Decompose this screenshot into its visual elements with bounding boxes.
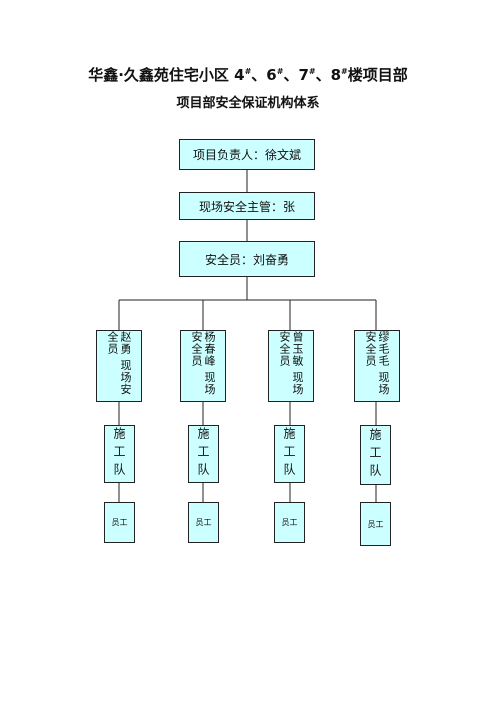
team-box-2: 施工队 xyxy=(188,425,219,483)
title-sep: 、 xyxy=(315,66,331,84)
manager-label: 项目负责人：徐文斌 xyxy=(192,148,301,162)
worker-label-4: 员工 xyxy=(367,519,384,529)
title-mark: # xyxy=(244,67,252,76)
worker-box-3: 员工 xyxy=(274,502,305,543)
title-building-7: 7 xyxy=(298,66,309,84)
team-box-4: 施工队 xyxy=(360,425,391,485)
title-building-8: 8 xyxy=(330,66,342,84)
title-building-6: 6 xyxy=(266,66,277,84)
branch-officer-label-3: 曾玉敏 现场安全员 xyxy=(278,331,304,396)
title-building-4: 4 xyxy=(234,66,245,84)
title-mark: # xyxy=(308,67,316,76)
branch-officer-label-4: 缪毛毛 现场安全员 xyxy=(364,331,390,396)
team-label-1: 施工队 xyxy=(112,427,126,481)
team-box-1: 施工队 xyxy=(104,425,135,483)
worker-label-3: 员工 xyxy=(281,518,298,527)
title-sep: 、 xyxy=(251,66,267,84)
site-safety-supervisor-box: 现场安全主管：张 xyxy=(179,192,315,220)
worker-label-2: 员工 xyxy=(195,518,212,527)
safety-officer-label: 安全员：刘奋勇 xyxy=(204,252,289,267)
branch-officer-box-2: 杨春峰 现场安全员 xyxy=(180,330,226,402)
branch-officer-label-1: 赵勇 现场安全员 xyxy=(106,331,132,396)
worker-box-2: 员工 xyxy=(188,502,219,543)
title-mark: # xyxy=(276,67,284,76)
safety-officer-box: 安全员：刘奋勇 xyxy=(179,241,315,277)
team-label-3: 施工队 xyxy=(282,427,296,481)
team-label-4: 施工队 xyxy=(368,428,382,482)
team-label-2: 施工队 xyxy=(196,427,210,481)
worker-label-1: 员工 xyxy=(111,518,128,527)
site-safety-supervisor-label: 现场安全主管：张 xyxy=(198,199,295,214)
branch-officer-label-2: 杨春峰 现场安全员 xyxy=(190,331,216,396)
worker-box-1: 员工 xyxy=(104,502,135,543)
document-title: 华鑫·久鑫苑住宅小区 4#、6#、7#、8#楼项目部 xyxy=(0,64,496,85)
branch-officer-box-1: 赵勇 现场安全员 xyxy=(96,330,142,402)
branch-officer-box-3: 曾玉敏 现场安全员 xyxy=(268,330,314,402)
title-mark: # xyxy=(341,67,348,76)
title-suffix: 楼项目部 xyxy=(347,66,408,84)
diagram-subtitle: 项目部安全保证机构体系 xyxy=(176,96,320,111)
title-sep: 、 xyxy=(283,66,299,84)
team-box-3: 施工队 xyxy=(274,425,305,483)
worker-box-4: 员工 xyxy=(360,502,391,546)
manager-box: 项目负责人：徐文斌 xyxy=(179,139,315,170)
title-prefix: 华鑫·久鑫苑住宅小区 xyxy=(88,66,235,84)
branch-officer-box-4: 缪毛毛 现场安全员 xyxy=(354,330,400,402)
